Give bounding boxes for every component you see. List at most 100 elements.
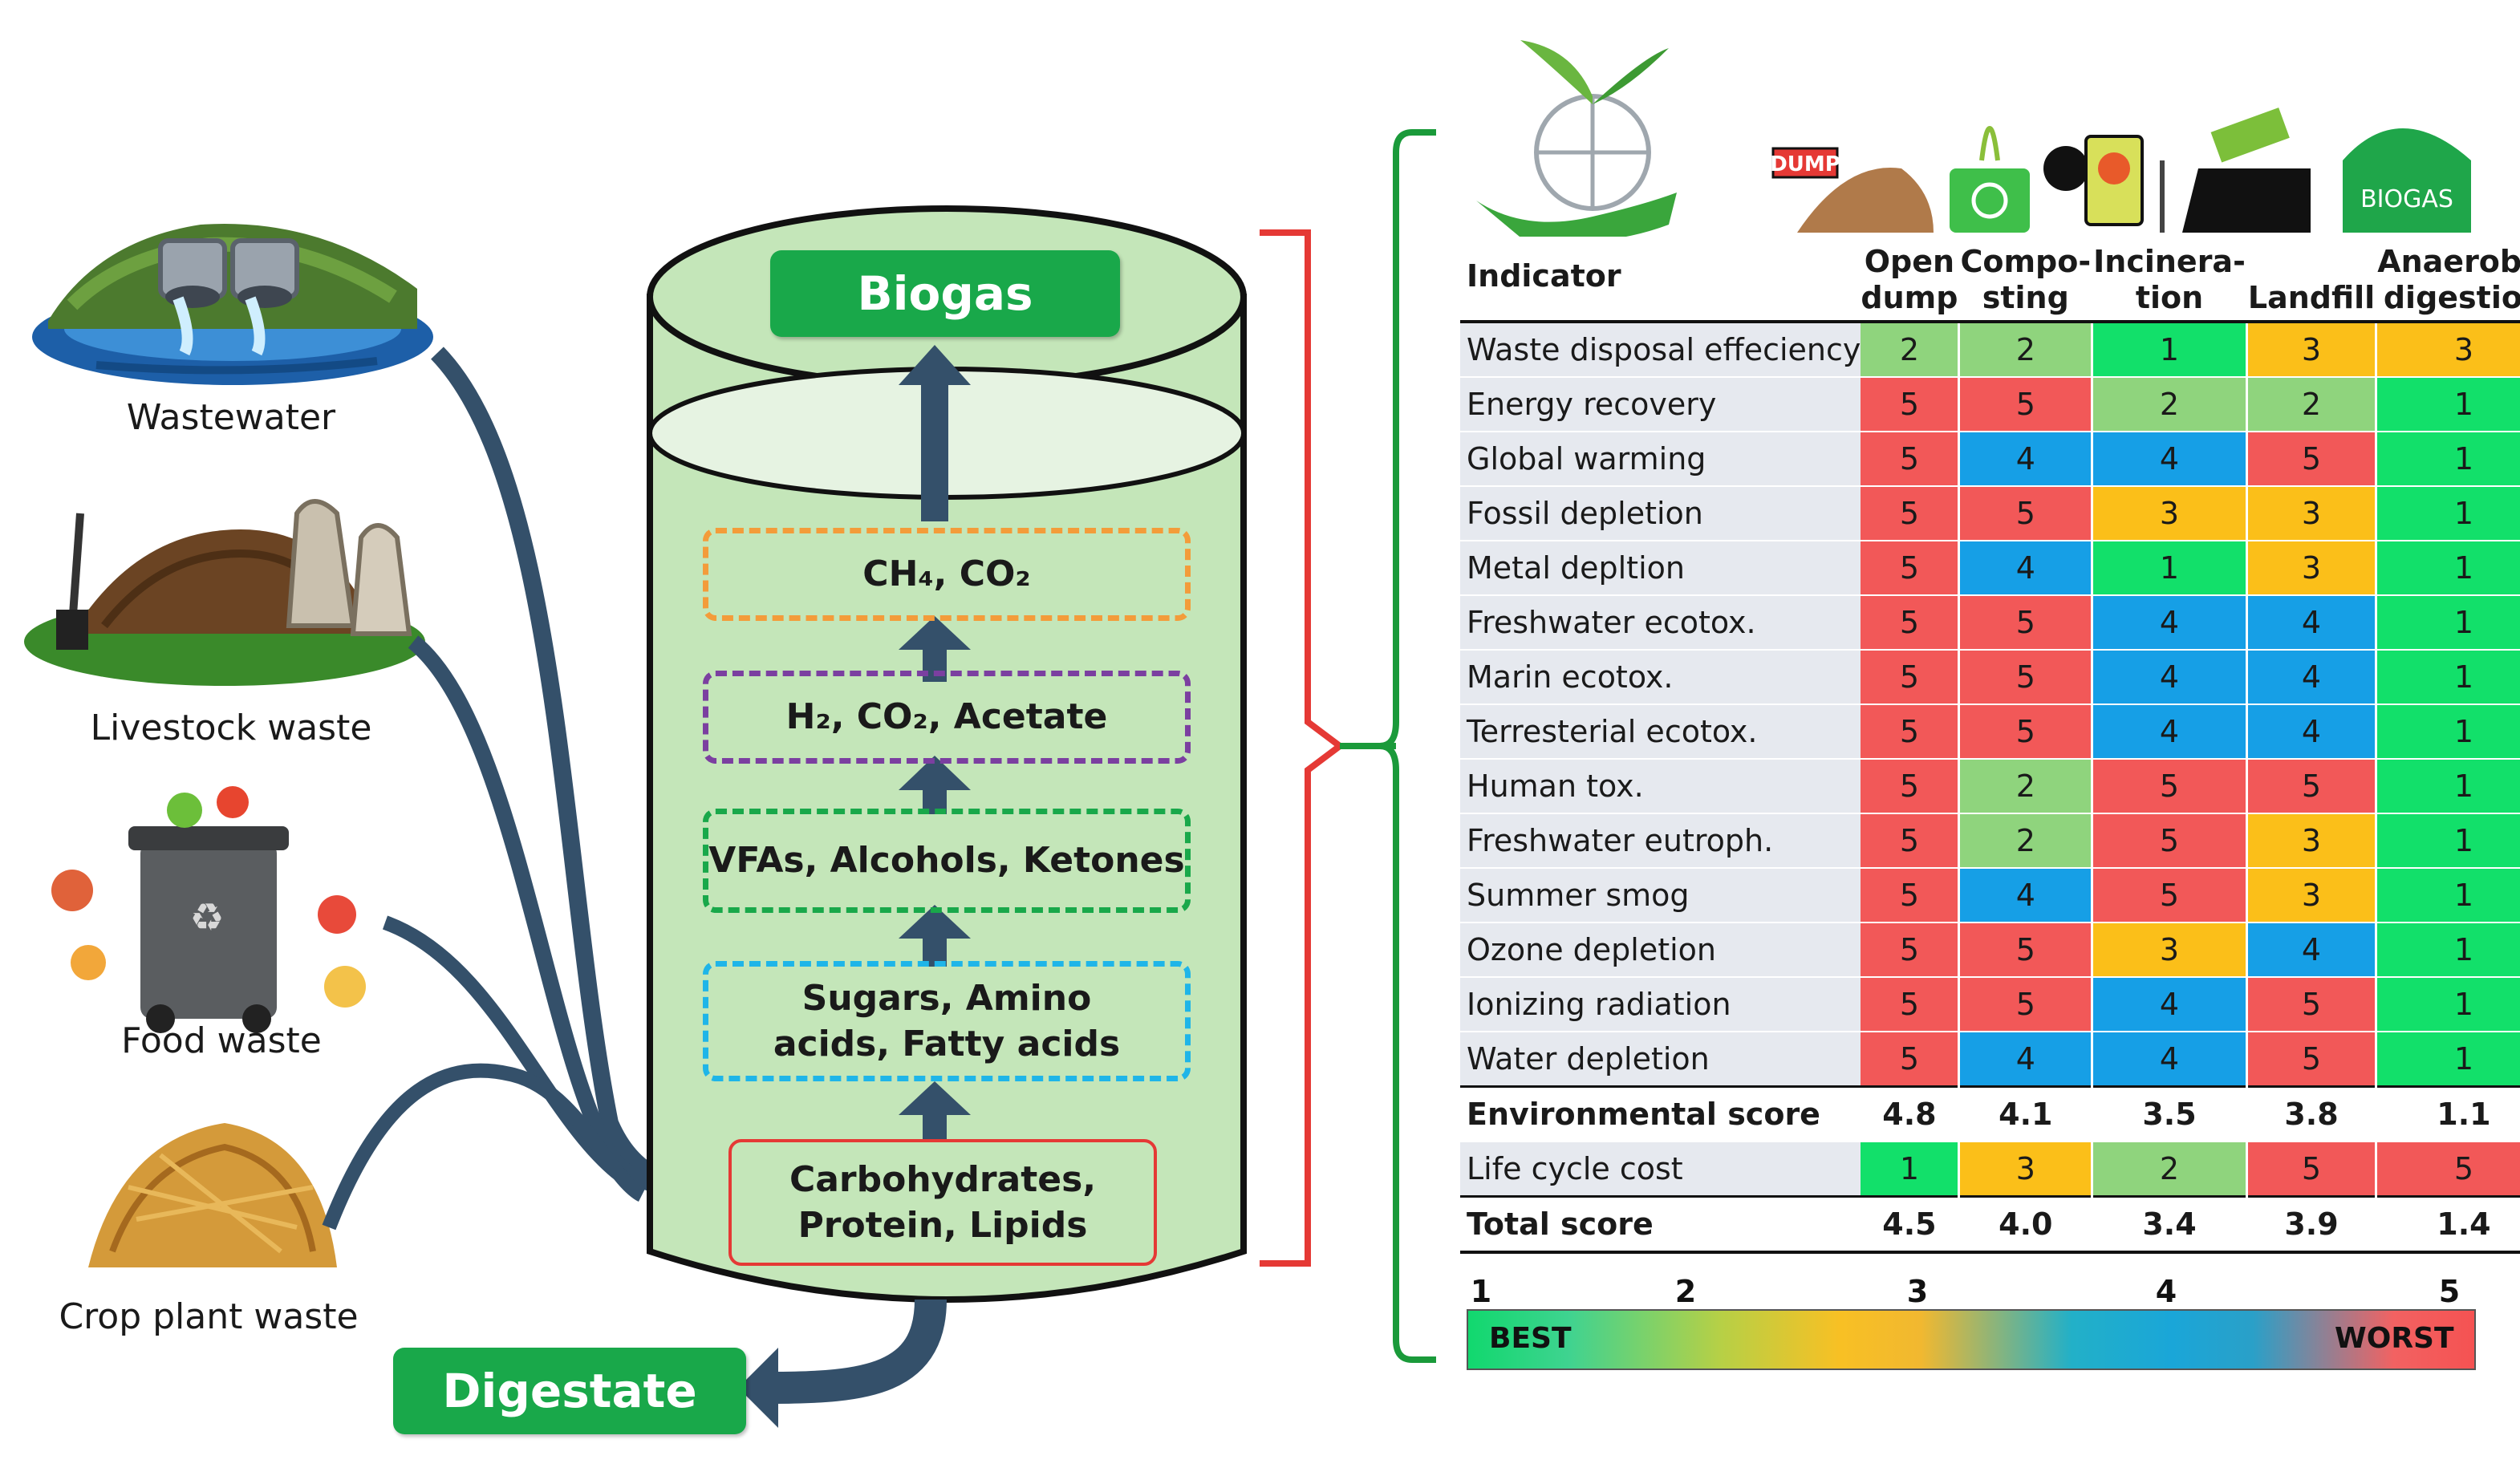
compost-bin-icon — [1950, 126, 2030, 233]
score-cell: 5 — [2245, 977, 2376, 1032]
score-cell: 5 — [1958, 650, 2092, 705]
row-indicator-label: Global warming — [1460, 432, 1861, 487]
header-incineration: Incinera- tion — [2091, 237, 2247, 323]
score-cell: 5 — [2375, 1141, 2520, 1198]
biogas-dome-icon: BIOGAS — [2343, 128, 2471, 233]
score-cell: 5 — [2091, 868, 2247, 923]
plant-globe-hand-icon — [1476, 40, 1677, 243]
score-cell: 5 — [1958, 595, 2092, 651]
score-cell: 3 — [2245, 868, 2376, 923]
score-cell: 3.5 — [2091, 1085, 2247, 1142]
score-cell: 1 — [2375, 868, 2520, 923]
header-landfill: Landfill — [2245, 237, 2376, 323]
score-cell: 3 — [1958, 1141, 2092, 1198]
row-indicator-label: Energy recovery — [1460, 377, 1861, 432]
source-label-food: Food waste — [121, 1020, 322, 1061]
score-cell: 1 — [2375, 977, 2520, 1032]
score-cell: 1 — [2375, 377, 2520, 432]
score-cell: 4 — [2245, 595, 2376, 651]
score-cell: 5 — [1861, 922, 1959, 978]
score-cell: 1 — [2375, 704, 2520, 760]
stage-acetogenesis: H₂, CO₂, Acetate — [703, 671, 1191, 764]
svg-text:DUMP: DUMP — [1770, 152, 1840, 176]
score-cell: 1 — [2375, 486, 2520, 541]
score-cell: 5 — [1958, 377, 2092, 432]
score-cell: 5 — [1958, 922, 2092, 978]
score-cell: 3 — [2245, 486, 2376, 541]
landfill-truck-icon — [2182, 107, 2311, 233]
score-cell: 5 — [2091, 759, 2247, 814]
legend-tick: 1 — [1470, 1274, 1492, 1309]
score-cell: 4 — [2245, 922, 2376, 978]
score-cell: 3 — [2375, 322, 2520, 378]
row-indicator-label: Freshwater eutroph. — [1460, 813, 1861, 869]
stage-acidogenesis: VFAs, Alcohols, Ketones — [703, 809, 1191, 913]
score-cell: 4 — [2091, 704, 2247, 760]
row-indicator-label: Ionizing radiation — [1460, 977, 1861, 1032]
row-indicator-label: Freshwater ecotox. — [1460, 595, 1861, 651]
row-indicator-label: Water depletion — [1460, 1032, 1861, 1088]
score-cell: 5 — [1861, 1032, 1959, 1088]
straw-pile-icon — [88, 1123, 337, 1267]
score-cell: 4.8 — [1861, 1085, 1959, 1142]
score-cell: 3 — [2091, 922, 2247, 978]
row-indicator-label: Fossil depletion — [1460, 486, 1861, 541]
score-cell: 1 — [2091, 541, 2247, 596]
row-indicator-label: Waste disposal effeciency — [1460, 322, 1861, 378]
score-cell: 4 — [1958, 432, 2092, 487]
legend-tick: 5 — [2438, 1274, 2461, 1309]
score-cell: 5 — [1861, 650, 1959, 705]
process-arrows — [899, 345, 971, 1143]
header-open-dump: Open dump — [1861, 237, 1959, 323]
score-cell: 4 — [1958, 541, 2092, 596]
score-cell: 5 — [1861, 377, 1959, 432]
score-cell: 1 — [2091, 322, 2247, 378]
source-label-crop: Crop plant waste — [59, 1296, 359, 1337]
score-cell: 5 — [1861, 595, 1959, 651]
score-cell: 2 — [2091, 1141, 2247, 1198]
score-cell: 5 — [1861, 486, 1959, 541]
score-cell: 5 — [1861, 813, 1959, 869]
score-cell: 5 — [2245, 432, 2376, 487]
row-indicator-label: Environmental score — [1460, 1085, 1861, 1142]
score-cell: 4 — [2245, 650, 2376, 705]
recycle-bin-icon: ♻ — [51, 786, 366, 1033]
table-header-row: Indicator Open dump Compo- sting Inciner… — [1460, 237, 2520, 323]
score-cell: 1 — [2375, 813, 2520, 869]
score-cell: 5 — [1958, 977, 2092, 1032]
legend-gradient-bar — [1467, 1309, 2476, 1370]
score-cell: 4 — [2091, 432, 2247, 487]
score-cell: 5 — [2245, 759, 2376, 814]
row-indicator-label: Life cycle cost — [1460, 1141, 1861, 1198]
green-bracket — [1379, 129, 1436, 1363]
biogas-label: Biogas — [770, 250, 1120, 337]
legend-tick: 4 — [2155, 1274, 2177, 1309]
score-cell: 1.1 — [2375, 1085, 2520, 1142]
score-cell: 1.4 — [2375, 1195, 2520, 1254]
legend-tick: 3 — [1906, 1274, 1929, 1309]
score-cell: 5 — [2245, 1032, 2376, 1088]
score-cell: 4 — [2091, 977, 2247, 1032]
score-cell: 3.4 — [2091, 1195, 2247, 1254]
score-cell: 4.5 — [1861, 1195, 1959, 1254]
score-cell: 4 — [2091, 595, 2247, 651]
score-cell: 3 — [2245, 322, 2376, 378]
score-cell: 1 — [2375, 541, 2520, 596]
score-cell: 5 — [1861, 704, 1959, 760]
header-composting: Compo- sting — [1958, 237, 2092, 323]
score-cell: 3 — [2245, 813, 2376, 869]
score-cell: 3 — [2091, 486, 2247, 541]
row-indicator-label: Terresterial ecotox. — [1460, 704, 1861, 760]
score-cell: 5 — [1958, 704, 2092, 760]
score-cell: 5 — [1861, 541, 1959, 596]
score-cell: 4.0 — [1958, 1195, 2092, 1254]
